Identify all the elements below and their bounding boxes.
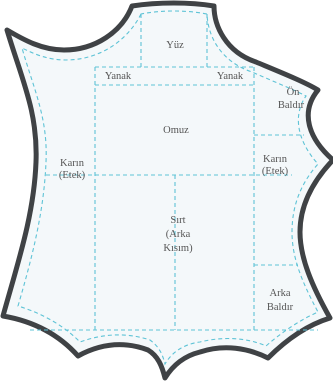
label-front-leg-2: Baldır [278,100,305,111]
label-cheek-right: Yanak [217,71,244,82]
label-belly-right-1: Karın [263,154,288,165]
label-belly-left-1: Karın [60,158,85,169]
label-belly-right-2: (Etek) [262,166,289,177]
label-face: Yüz [166,40,184,51]
label-hind-leg-1: Arka [270,288,291,299]
label-back-2: (Arka [166,229,191,240]
label-belly-left-2: (Etek) [59,170,86,181]
label-front-leg-1: Ön [287,86,301,98]
label-cheek-left: Yanak [105,71,132,82]
label-shoulder: Omuz [163,125,189,136]
label-hind-leg-2: Baldır [267,302,294,313]
label-back-3: Kısım) [163,243,193,254]
label-back-1: Sırt [170,215,185,226]
